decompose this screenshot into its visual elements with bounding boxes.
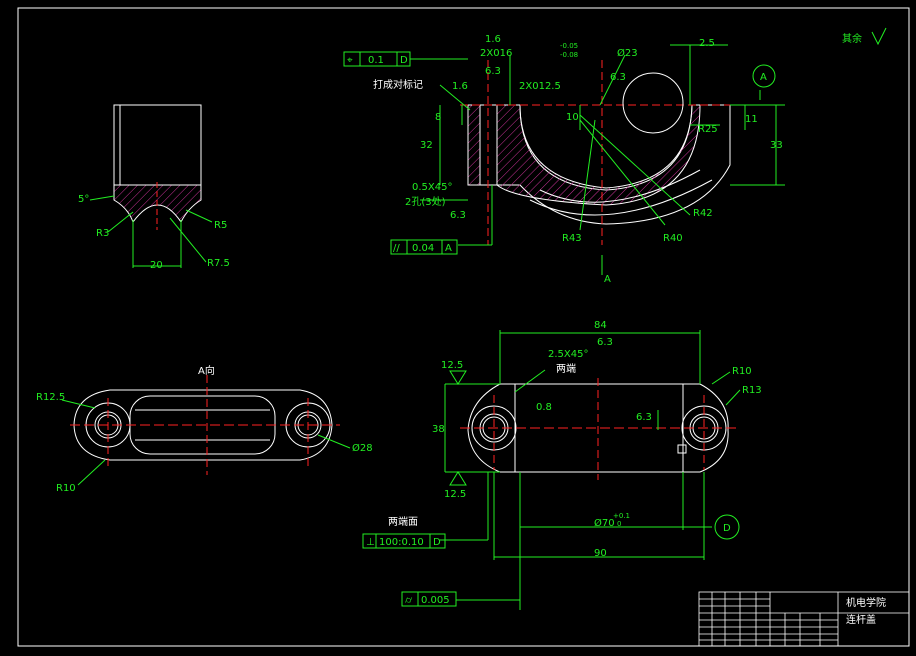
dim-32: 32 xyxy=(420,140,433,151)
cyl-symbol: ⌭ xyxy=(405,595,413,606)
dim-dia23: Ø23 xyxy=(617,47,638,59)
flatness-datum: D xyxy=(400,55,408,66)
dim-finish-3: 6.3 xyxy=(610,72,626,83)
other-note-text: 其余 xyxy=(842,32,862,45)
dim-chamfer: 0.5X45° xyxy=(412,182,452,193)
cyl-tol: 0.005 xyxy=(421,595,450,606)
title-block xyxy=(698,591,910,647)
plan-both-ends: 两端 xyxy=(556,362,576,375)
plan-v08: 0.8 xyxy=(536,402,552,413)
detail-view xyxy=(89,104,213,268)
detail-r3-label: R3 xyxy=(96,228,109,239)
dim-finish-4: 1.6 xyxy=(452,81,468,92)
plan-h125-bottom: 12.5 xyxy=(444,489,466,500)
drawing-frame xyxy=(17,7,910,647)
dim-finish-1: 1.6 xyxy=(485,34,501,45)
plan-view xyxy=(440,330,741,610)
plan-r10: R10 xyxy=(732,366,752,377)
dim-11: 11 xyxy=(745,114,758,125)
detail-r5-label: R5 xyxy=(214,220,227,231)
plan-finish: 6.3 xyxy=(597,337,613,348)
a-view-r10: R10 xyxy=(56,483,76,494)
plan-len90: 90 xyxy=(594,548,607,559)
a-view-dia28: Ø28 xyxy=(352,442,373,454)
dim-2x0125: 2X012.5 xyxy=(519,81,561,92)
parallel-tol: 0.04 xyxy=(412,243,434,254)
plan-h125-top: 12.5 xyxy=(441,360,463,371)
surface-finish-note: 其余 xyxy=(842,27,887,46)
datum-d-label: D xyxy=(723,523,731,534)
runout-fcf: ⊥ 100:0.10 D xyxy=(362,533,446,549)
dim-finish-5: 6.3 xyxy=(450,210,466,221)
a-view-title: A向 xyxy=(198,364,215,377)
dim-tol-upper: -0.05 xyxy=(560,42,578,50)
detail-angle-label: 5° xyxy=(78,194,89,205)
dim-r42: R42 xyxy=(693,208,713,219)
flatness-fcf: ⌖ 0.1 D xyxy=(343,51,468,67)
plan-finish-2: 6.3 xyxy=(636,412,652,423)
dim-finish-2: 6.3 xyxy=(485,66,501,77)
datum-a-label: A xyxy=(760,72,767,83)
plan-len84: 84 xyxy=(594,320,607,331)
dim-33: 33 xyxy=(770,140,783,151)
plan-len70: Ø70 xyxy=(594,517,615,529)
plan-tol-upper: +0.1 xyxy=(613,512,630,520)
runout-symbol: ⊥ xyxy=(366,537,375,548)
holes-note: 2孔(3处) xyxy=(405,196,446,208)
runout-tol: 100:0.10 xyxy=(379,537,424,548)
a-view-r125: R12.5 xyxy=(36,392,65,403)
plan-r13: R13 xyxy=(742,385,762,396)
plan-both-faces: 两端面 xyxy=(388,515,418,528)
detail-width-label: 20 xyxy=(150,260,163,271)
dim-r43: R43 xyxy=(562,233,582,244)
flatness-tol: 0.1 xyxy=(368,55,384,66)
dim-tol-lower: -0.08 xyxy=(560,51,578,59)
plan-h38: 38 xyxy=(432,424,445,435)
dim-8: 8 xyxy=(435,112,441,123)
a-view xyxy=(61,375,351,486)
dim-r25: R25 xyxy=(698,124,718,135)
detail-r75-label: R7.5 xyxy=(207,258,230,269)
runout-datum: D xyxy=(433,537,441,548)
parallel-fcf: // 0.04 A xyxy=(390,239,458,255)
section-view xyxy=(420,44,785,275)
dim-25: 2.5 xyxy=(699,38,715,49)
title-block-part: 连杆盖 xyxy=(846,613,876,626)
plan-chamfer: 2.5X45° xyxy=(548,349,588,360)
dim-2x016: 2X016 xyxy=(480,48,512,59)
cylindricity-fcf: ⌭ 0.005 xyxy=(401,591,457,607)
parallel-symbol: // xyxy=(393,243,400,254)
dim-10: 10 xyxy=(566,112,579,123)
view-arrow-label: A xyxy=(604,274,611,285)
parallel-datum: A xyxy=(445,243,452,254)
title-block-school: 机电学院 xyxy=(846,596,886,609)
dim-r40: R40 xyxy=(663,233,683,244)
flatness-symbol: ⌖ xyxy=(347,55,353,66)
pair-mark-note: 打成对标记 xyxy=(373,78,423,91)
plan-tol-lower: 0 xyxy=(617,520,621,528)
